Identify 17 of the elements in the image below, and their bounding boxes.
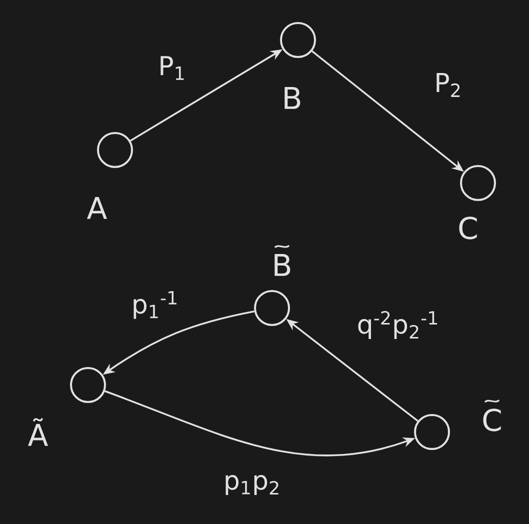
node-circle [460,165,496,201]
node-circle [254,290,290,326]
node-letter: C [459,216,477,240]
edge-label: P$_{2}$ [432,71,464,99]
node-letter: A [86,197,108,219]
edge-label: p$_{1}$-1 [129,289,181,321]
edge-label: P$_{1}$ [156,54,188,82]
node-letter: B [274,254,290,276]
node-letter: B [284,87,300,109]
node-letter: Ã [28,418,48,446]
node-letter: C [483,408,501,432]
edge-label: q$^{-2}$p$_{2}$-1 [354,309,442,341]
node-circle [280,22,316,58]
node-circle [70,367,106,403]
node-circle [97,132,133,168]
node-circle [414,414,450,450]
edge-label: p$_{1}$p$_{2}$ [221,473,283,497]
